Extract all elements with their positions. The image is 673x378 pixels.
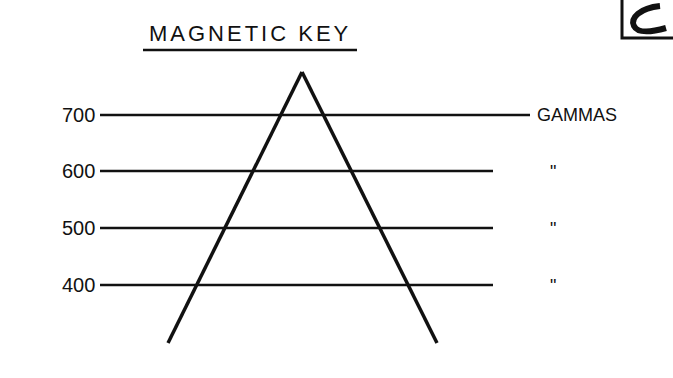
ditto-mark: "	[550, 163, 556, 181]
value-label: 500	[62, 218, 95, 238]
profile-line	[168, 72, 302, 343]
ditto-mark: "	[550, 277, 556, 295]
contour-level-line	[100, 114, 530, 117]
diagram-title: MAGNETIC KEY	[149, 23, 351, 45]
profile-line	[302, 72, 437, 343]
corner-logo	[622, 0, 673, 38]
corner-logo	[633, 6, 666, 32]
ditto-mark: "	[550, 220, 556, 238]
title-underline	[143, 49, 357, 52]
contour-level-line	[100, 170, 493, 173]
value-label: 400	[62, 275, 95, 295]
contour-level-line	[100, 284, 493, 287]
value-label: 700	[62, 105, 95, 125]
value-label: 600	[62, 161, 95, 181]
contour-level-line	[100, 227, 493, 230]
unit-label: GAMMAS	[537, 106, 617, 124]
